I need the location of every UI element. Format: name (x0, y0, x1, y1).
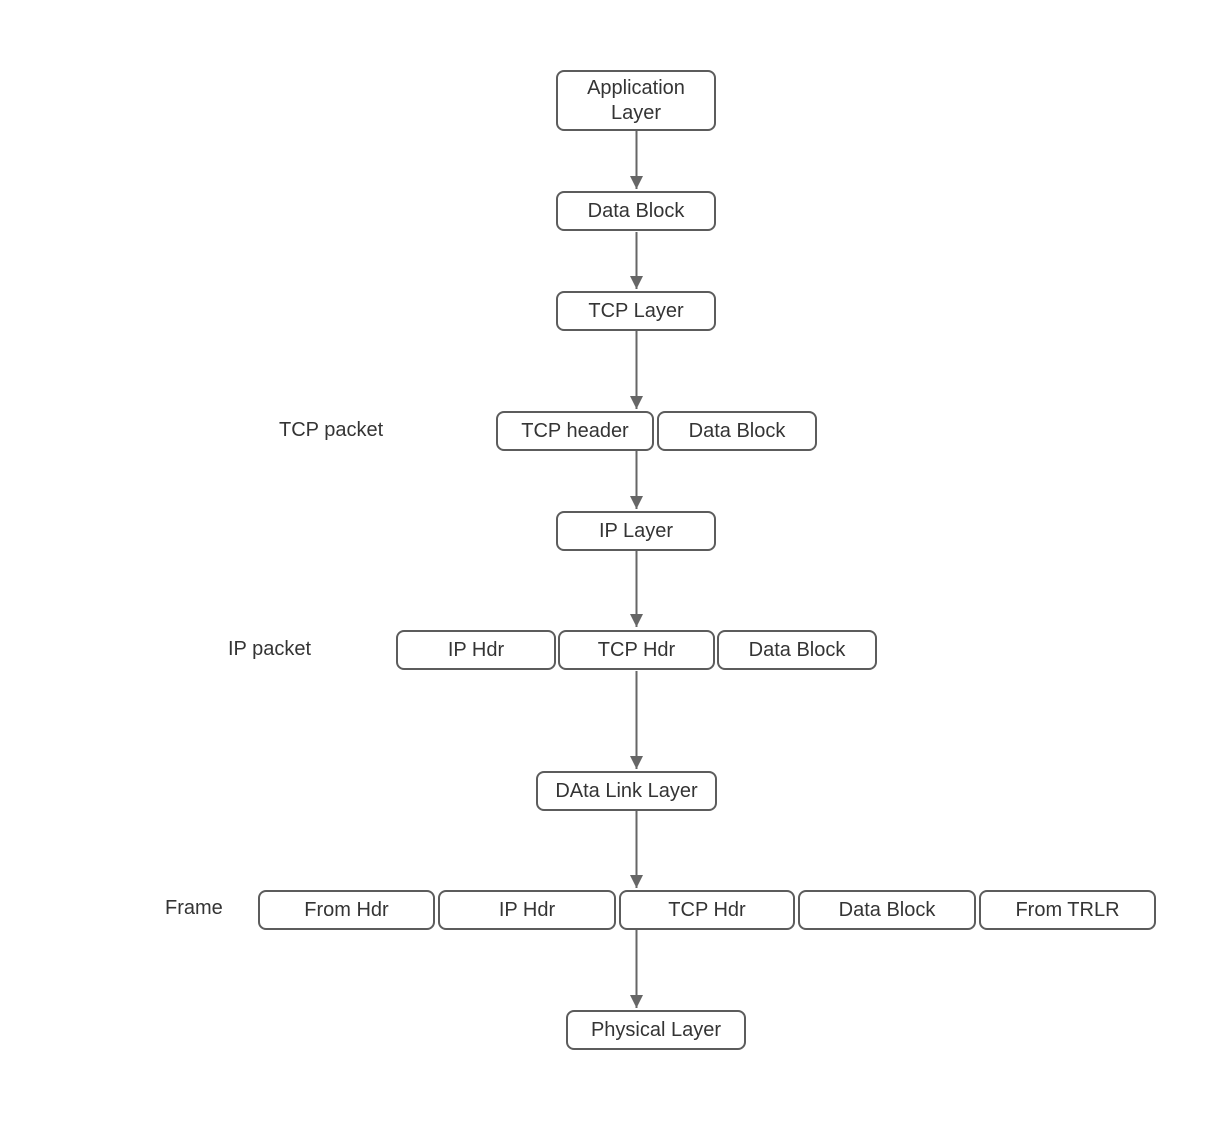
node-label: TCP Hdr (597, 638, 676, 661)
node-ip-layer: IP Layer (556, 511, 716, 551)
node-label: TCP header (521, 419, 629, 442)
node-label: Data Block (748, 638, 846, 661)
node-frame-data-block: Data Block (798, 890, 976, 930)
node-label: Physical Layer (590, 1018, 722, 1041)
row-label-frame: Frame (165, 897, 223, 919)
node-tcp-hdr: TCP Hdr (558, 630, 715, 670)
node-label: From TRLR (1015, 898, 1120, 921)
node-physical-layer: Physical Layer (566, 1010, 746, 1050)
node-frame-from-hdr: From Hdr (258, 890, 435, 930)
node-tcp-packet-data-block: Data Block (657, 411, 817, 451)
node-label: IP Hdr (498, 898, 556, 921)
node-tcp-layer: TCP Layer (556, 291, 716, 331)
node-label: TCP Layer (588, 299, 684, 322)
node-label: From Hdr (304, 898, 389, 921)
node-tcp-header: TCP header (496, 411, 654, 451)
row-label-ip-packet: IP packet (228, 638, 312, 660)
node-data-link-layer: DAta Link Layer (536, 771, 717, 811)
row-label-tcp-packet: TCP packet (279, 419, 384, 441)
node-frame-from-trlr: From TRLR (979, 890, 1156, 930)
node-label: Data Block (587, 199, 685, 222)
node-ip-packet-data-block: Data Block (717, 630, 877, 670)
node-label: Application Layer (587, 76, 685, 124)
node-label: TCP Hdr (668, 898, 746, 921)
node-frame-ip-hdr: IP Hdr (438, 890, 616, 930)
node-frame-tcp-hdr: TCP Hdr (619, 890, 795, 930)
node-ip-hdr: IP Hdr (396, 630, 556, 670)
node-label: DAta Link Layer (555, 779, 698, 802)
node-application-layer: Application Layer (556, 70, 716, 131)
node-label: Data Block (838, 898, 936, 921)
node-label: IP Layer (598, 519, 674, 542)
node-label: IP Hdr (447, 638, 505, 661)
node-label: Data Block (688, 419, 786, 442)
node-data-block-top: Data Block (556, 191, 716, 231)
